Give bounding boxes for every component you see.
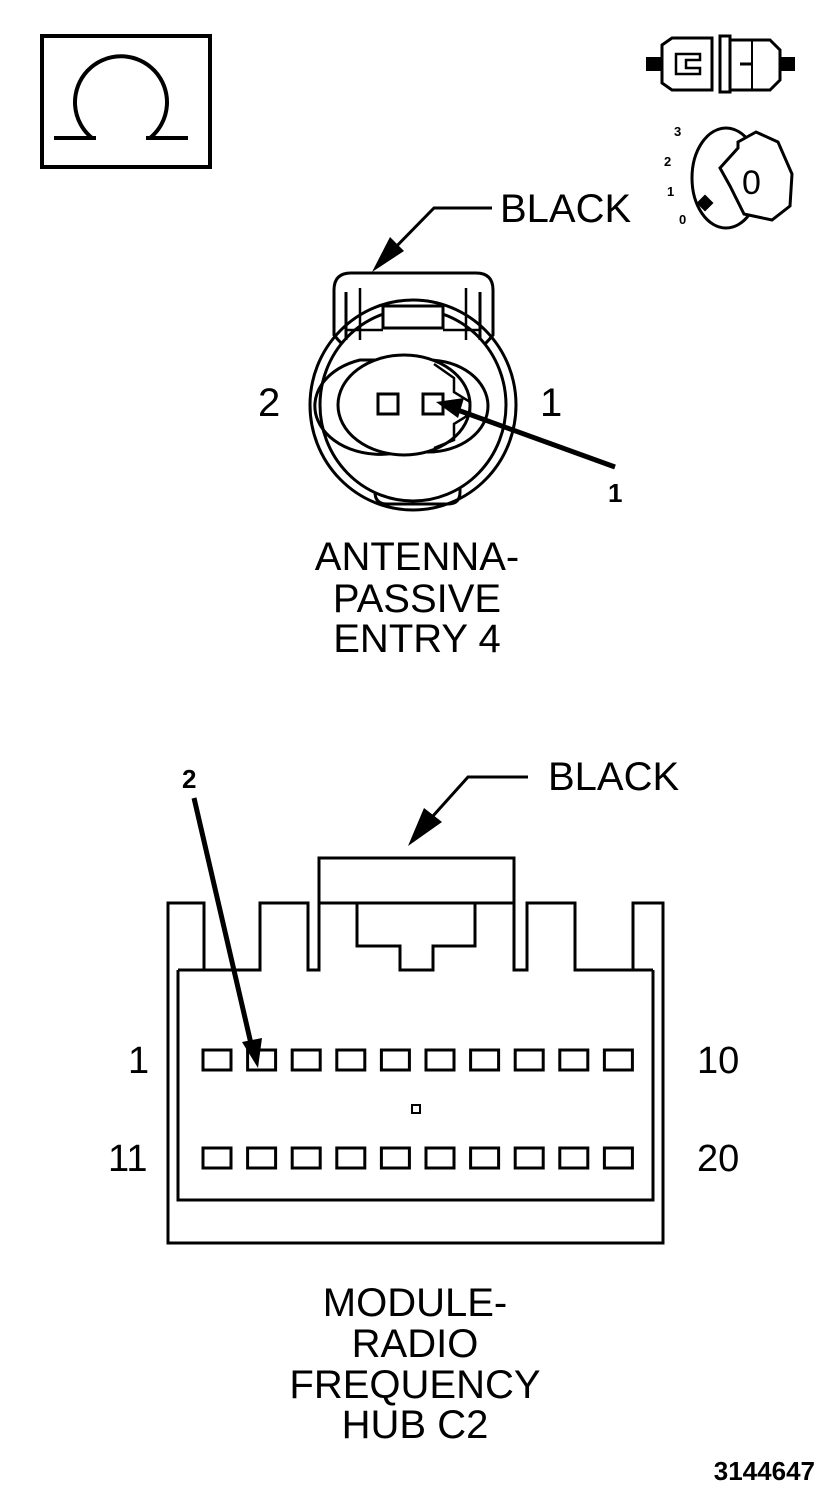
rf-hub-row2-start-label: 11 — [108, 1138, 147, 1180]
ignition-position-1: 1 — [667, 184, 674, 199]
rf-hub-pin-12 — [246, 1146, 278, 1170]
rf-hub-pin-5 — [379, 1048, 411, 1072]
rf-hub-title-line-4: HUB C2 — [342, 1403, 489, 1447]
rf-hub-pin-7 — [469, 1048, 501, 1072]
ignition-key-off-icon: 3 2 1 0 0 — [664, 124, 794, 230]
ignition-position-0: 0 — [679, 212, 686, 227]
rf-hub-polarization-key — [411, 1104, 421, 1114]
rf-hub-pin-1 — [201, 1048, 233, 1072]
rf-hub-pin-20 — [602, 1146, 634, 1170]
ignition-position-3: 3 — [674, 124, 681, 139]
rf-hub-row1-start-label: 1 — [128, 1040, 149, 1082]
antenna-callout-label: 1 — [608, 478, 622, 508]
rf-hub-pin-row-1 — [201, 1048, 634, 1072]
rf-hub-pin-13 — [290, 1146, 322, 1170]
antenna-connector: BLACK 2 1 1 ANTENNA- PASSIVE ENTRY 4 — [258, 187, 631, 661]
rf-hub-pin-19 — [558, 1146, 590, 1170]
rf-hub-pin-10 — [602, 1048, 634, 1072]
rf-hub-callout-label: 2 — [182, 764, 196, 794]
rf-hub-row2-end-label: 20 — [697, 1138, 739, 1180]
rf-hub-pin-11 — [201, 1146, 233, 1170]
rf-hub-row1-end-label: 10 — [697, 1040, 739, 1082]
rf-hub-pin-16 — [424, 1146, 456, 1170]
rf-hub-color-label: BLACK — [548, 755, 679, 799]
rf-hub-pin-15 — [379, 1146, 411, 1170]
antenna-pin-2 — [376, 392, 400, 416]
antenna-title-line-3: ENTRY 4 — [333, 617, 500, 661]
rf-hub-pin-row-2 — [201, 1146, 634, 1170]
antenna-title-line-1: ANTENNA- — [315, 535, 519, 579]
antenna-pin-left-label: 2 — [258, 381, 280, 425]
ignition-key-label: 0 — [742, 164, 761, 202]
antenna-color-label: BLACK — [500, 187, 631, 231]
ignition-position-2: 2 — [664, 154, 671, 169]
rf-hub-pin-9 — [558, 1048, 590, 1072]
rf-hub-title-line-3: FREQUENCY — [289, 1363, 540, 1407]
rf-hub-pin-3 — [290, 1048, 322, 1072]
rf-hub-pin-6 — [424, 1048, 456, 1072]
rf-hub-title-line-2: RADIO — [352, 1322, 479, 1366]
rf-hub-pin-17 — [469, 1146, 501, 1170]
disconnected-connector-icon — [646, 34, 795, 94]
antenna-pin-right-label: 1 — [540, 381, 562, 425]
rf-hub-pin-4 — [335, 1048, 367, 1072]
rf-hub-pin-14 — [335, 1146, 367, 1170]
figure-number: 3144647 — [714, 1456, 815, 1486]
rf-hub-title-line-1: MODULE- — [323, 1281, 507, 1325]
rf-hub-pin-18 — [513, 1146, 545, 1170]
ohm-meter-icon — [40, 34, 212, 169]
rf-hub-pin-8 — [513, 1048, 545, 1072]
rf-hub-connector: BLACK 1 10 11 20 2 MODULE- RADIO FREQUEN… — [108, 755, 739, 1447]
antenna-title-line-2: PASSIVE — [333, 577, 501, 621]
